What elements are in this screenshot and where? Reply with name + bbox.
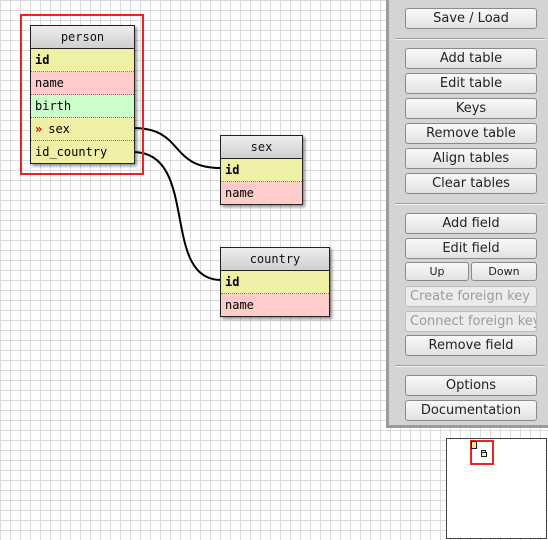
table-country[interactable]: country id name: [220, 247, 330, 317]
foreign-key-marker-icon: »: [35, 122, 43, 136]
field-name: name: [35, 76, 64, 90]
field-row[interactable]: name: [221, 294, 329, 316]
minimap[interactable]: [446, 438, 547, 539]
field-name: id: [35, 53, 50, 67]
field-name: id: [225, 275, 240, 289]
table-title[interactable]: sex: [221, 136, 302, 159]
field-name: name: [225, 186, 254, 200]
field-row[interactable]: id: [221, 271, 329, 294]
selection-outline: [20, 14, 144, 175]
options-button[interactable]: Options: [405, 375, 537, 396]
field-row[interactable]: » sex: [31, 118, 134, 141]
separator: [395, 365, 545, 367]
table-sex[interactable]: sex id name: [220, 135, 303, 205]
separator: [395, 203, 545, 205]
field-row[interactable]: id: [31, 49, 134, 72]
add-field-button[interactable]: Add field: [405, 213, 537, 234]
minimap-table-country: [481, 452, 487, 457]
relation-line-person-country[interactable]: [132, 151, 222, 281]
create-foreign-key-button[interactable]: Create foreign key: [405, 286, 537, 307]
table-title[interactable]: person: [31, 26, 134, 49]
field-row[interactable]: name: [221, 182, 302, 204]
edit-table-button[interactable]: Edit table: [405, 73, 537, 94]
align-tables-button[interactable]: Align tables: [405, 148, 537, 169]
field-row[interactable]: id: [221, 159, 302, 182]
minimap-viewport[interactable]: [470, 440, 494, 465]
clear-tables-button[interactable]: Clear tables: [405, 173, 537, 194]
field-name: sex: [48, 122, 70, 136]
field-up-button[interactable]: Up: [405, 262, 469, 281]
controls-panel: Save / Load Add table Edit table Keys Re…: [386, 0, 548, 428]
add-table-button[interactable]: Add table: [405, 48, 537, 69]
field-name: id: [225, 163, 240, 177]
table-person[interactable]: person id name birth » sex id_country: [30, 25, 135, 164]
field-name: birth: [35, 99, 72, 113]
connect-foreign-key-button[interactable]: Connect foreign key: [405, 311, 537, 332]
remove-field-button[interactable]: Remove field: [405, 335, 537, 356]
save-load-button[interactable]: Save / Load: [405, 8, 537, 29]
field-name: id_country: [35, 145, 108, 159]
edit-field-button[interactable]: Edit field: [405, 238, 537, 259]
field-row[interactable]: id_country: [31, 141, 134, 163]
field-name: name: [225, 298, 254, 312]
separator: [395, 38, 545, 40]
minimap-table-person: [471, 441, 477, 449]
documentation-button[interactable]: Documentation: [405, 400, 537, 421]
table-title[interactable]: country: [221, 248, 329, 271]
remove-table-button[interactable]: Remove table: [405, 123, 537, 144]
relation-line-person-sex[interactable]: [132, 127, 222, 169]
field-row[interactable]: name: [31, 72, 134, 95]
field-row[interactable]: birth: [31, 95, 134, 118]
field-down-button[interactable]: Down: [471, 262, 537, 281]
keys-button[interactable]: Keys: [405, 98, 537, 119]
